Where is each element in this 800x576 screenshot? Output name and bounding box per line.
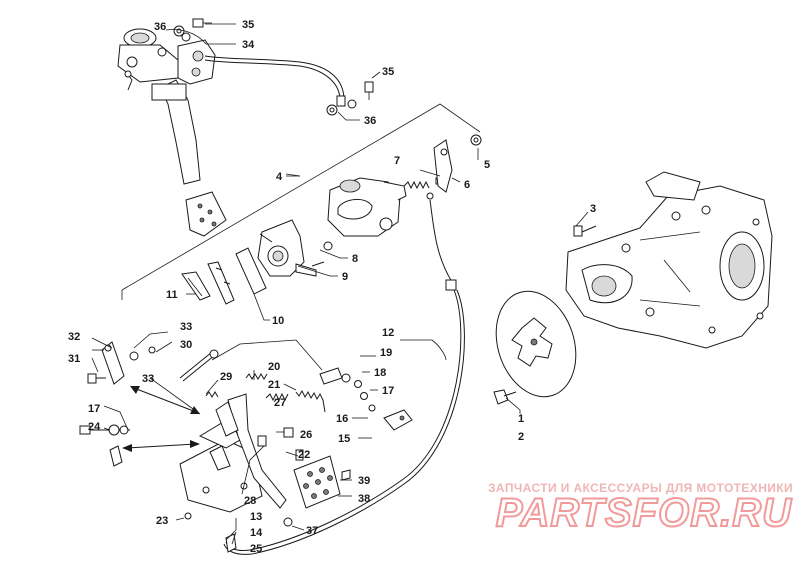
master-cylinder-pedal [117, 28, 227, 237]
washers-33 [129, 346, 156, 361]
label-28: 28 [244, 495, 256, 507]
label-33-top: 33 [180, 321, 192, 333]
watermark-logo: PARTSFOR.RU [495, 490, 792, 536]
label-29: 29 [220, 371, 232, 383]
label-9: 9 [342, 271, 348, 283]
label-25: 25 [250, 543, 262, 555]
label-34: 34 [242, 39, 255, 51]
label-13: 13 [250, 511, 262, 523]
part-labels: 35 36 34 35 36 4 7 5 6 8 9 10 11 3 1 2 1… [68, 19, 596, 555]
brake-line-34 [204, 55, 346, 107]
label-18: 18 [374, 367, 386, 379]
label-11: 11 [166, 289, 178, 301]
label-12: 12 [382, 327, 394, 339]
label-38: 38 [358, 493, 370, 505]
rod-30 [179, 349, 219, 382]
spring-29 [205, 391, 219, 398]
label-8: 8 [352, 253, 358, 265]
brake-disc [495, 290, 577, 398]
return-spring-27 [265, 392, 289, 402]
brake-lever-arm [215, 393, 287, 509]
gearcase [565, 171, 773, 349]
label-26: 26 [300, 429, 312, 441]
label-17-right: 17 [382, 385, 394, 397]
label-7: 7 [394, 155, 400, 167]
label-19: 19 [380, 347, 392, 359]
bolt-17-left [109, 445, 123, 467]
label-23: 23 [156, 515, 168, 527]
bolt-28 [257, 435, 267, 447]
bolt-37 [283, 517, 293, 527]
label-31: 31 [68, 353, 80, 365]
label-3: 3 [590, 203, 596, 215]
disc-screw-1 [493, 389, 517, 405]
pad-screws-39 [341, 469, 351, 481]
pedal-pad-38 [293, 455, 341, 509]
label-16: 16 [336, 413, 348, 425]
label-14: 14 [250, 527, 263, 539]
label-32: 32 [68, 331, 80, 343]
bolt-35-top [192, 18, 212, 28]
label-36-top: 36 [154, 21, 166, 33]
label-27: 27 [274, 397, 286, 409]
label-33-left: 33 [142, 373, 154, 385]
caliper-pins [311, 241, 333, 267]
caliper-lever-6 [433, 139, 453, 193]
bolt-35-mid [364, 81, 374, 100]
label-22: 22 [298, 449, 310, 461]
return-spring-20 [245, 373, 268, 380]
label-30: 30 [180, 339, 192, 351]
label-24: 24 [88, 421, 101, 433]
bolt-23 [184, 512, 192, 520]
caliper-bracket [257, 219, 317, 277]
label-35-top: 35 [242, 19, 254, 31]
label-10: 10 [272, 315, 284, 327]
brake-cable-12 [223, 192, 465, 555]
caliper-body [327, 177, 407, 237]
label-37: 37 [306, 525, 318, 537]
washer-36-bottom [326, 99, 357, 116]
washers-18-17 [354, 380, 368, 400]
cable-clevis-19 [319, 367, 351, 385]
label-39: 39 [358, 475, 370, 487]
label-5: 5 [484, 159, 490, 171]
linkage-32 [101, 341, 125, 385]
nut-5 [470, 134, 482, 146]
label-36-bottom: 36 [364, 115, 376, 127]
return-spring-21 [295, 389, 326, 413]
label-35-mid: 35 [382, 66, 394, 78]
label-21: 21 [268, 379, 280, 391]
pad-spring-11 [181, 271, 211, 301]
adjuster-spring-7 [403, 177, 443, 190]
pin-16 [368, 404, 376, 412]
clip-15 [383, 409, 413, 431]
assembly-arrows [122, 386, 200, 452]
washer-36-top [173, 25, 191, 42]
label-6: 6 [464, 179, 470, 191]
label-1: 1 [518, 413, 524, 425]
label-15: 15 [338, 433, 350, 445]
label-17-left: 17 [88, 403, 100, 415]
leader-lines [91, 23, 589, 551]
label-20: 20 [268, 361, 280, 373]
bolt-3 [573, 225, 597, 237]
bolt-31 [87, 373, 106, 384]
bolt-26 [283, 427, 294, 438]
label-2: 2 [518, 431, 524, 443]
label-4: 4 [276, 171, 283, 183]
brake-pads-10 [207, 247, 267, 305]
watermark-tagline: ЗАПЧАСТИ И АКСЕССУАРЫ ДЛЯ МОТОТЕХНИКИ [488, 481, 794, 495]
